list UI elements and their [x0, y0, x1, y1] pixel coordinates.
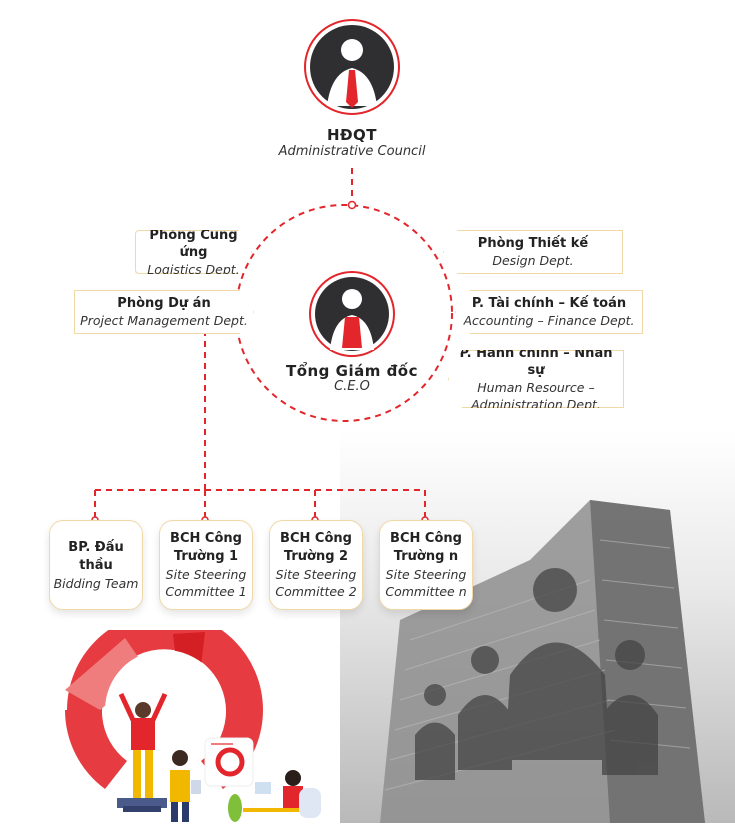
- team-subtitle: Site Steering: [385, 567, 467, 582]
- team-subtitle-line2: Committee 2: [275, 584, 357, 599]
- team-title-line2: Trường n: [393, 549, 459, 564]
- team-title-line2: Trường 1: [173, 549, 239, 564]
- ceo-avatar: [308, 270, 396, 358]
- department-subtitle: Accounting – Finance Dept.: [463, 313, 635, 328]
- department-project-management: Phòng Dự án Project Management Dept.: [74, 290, 254, 334]
- team-site-1: BCH Công Trường 1 Site Steering Committe…: [159, 520, 253, 610]
- team-subtitle: Site Steering: [275, 567, 357, 582]
- team-title: BCH Công: [390, 531, 462, 546]
- department-subtitle: Project Management Dept.: [80, 313, 248, 328]
- department-logistics: Phòng Cung ứng Logistics Dept.: [135, 230, 252, 274]
- department-hr-admin: P. Hành chính – Nhân sự Human Resource –…: [448, 350, 624, 408]
- department-subtitle: Design Dept.: [492, 253, 574, 268]
- department-title: Phòng Cung ứng: [149, 227, 238, 260]
- team-subtitle: Site Steering: [165, 567, 247, 582]
- team-illustration: [55, 612, 325, 823]
- chairman-subtitle: Administrative Council: [278, 144, 426, 159]
- department-subtitle-line2: Administration Dept.: [471, 397, 601, 412]
- ceo-title: Tổng Giám đốc: [285, 362, 419, 380]
- businessman-avatar-icon: [304, 19, 400, 115]
- team-subtitle-line2: Committee n: [385, 584, 467, 599]
- team-site-2: BCH Công Trường 2 Site Steering Committe…: [269, 520, 363, 610]
- department-subtitle: Human Resource –: [477, 380, 595, 395]
- ceo-subtitle: C.E.O: [334, 379, 370, 394]
- team-title-line2: Trường 2: [283, 549, 349, 564]
- skyscraper-photo: [340, 430, 735, 823]
- team-site-n: BCH Công Trường n Site Steering Committe…: [379, 520, 473, 610]
- team-subtitle: Bidding Team: [53, 575, 139, 591]
- team-title: BCH Công: [280, 531, 352, 546]
- team-bidding: BP. Đấu thầu Bidding Team: [49, 520, 143, 610]
- team-subtitle-line2: Committee 1: [165, 584, 247, 599]
- chairman-title: HĐQT: [326, 126, 378, 144]
- department-title: P. Tài chính – Kế toán: [471, 296, 627, 311]
- team-title: BP. Đấu thầu: [68, 539, 124, 573]
- department-title: Phòng Thiết kế: [477, 236, 589, 251]
- team-title: BCH Công: [170, 531, 242, 546]
- department-title: Phòng Dự án: [117, 296, 211, 311]
- businessman-avatar-icon: [309, 271, 395, 357]
- department-design: Phòng Thiết kế Design Dept.: [443, 230, 623, 274]
- chairman-avatar: [303, 18, 401, 116]
- department-subtitle: Logistics Dept.: [147, 261, 240, 277]
- department-title: P. Hành chính – Nhân sự: [459, 346, 613, 378]
- department-accounting-finance: P. Tài chính – Kế toán Accounting – Fina…: [455, 290, 643, 334]
